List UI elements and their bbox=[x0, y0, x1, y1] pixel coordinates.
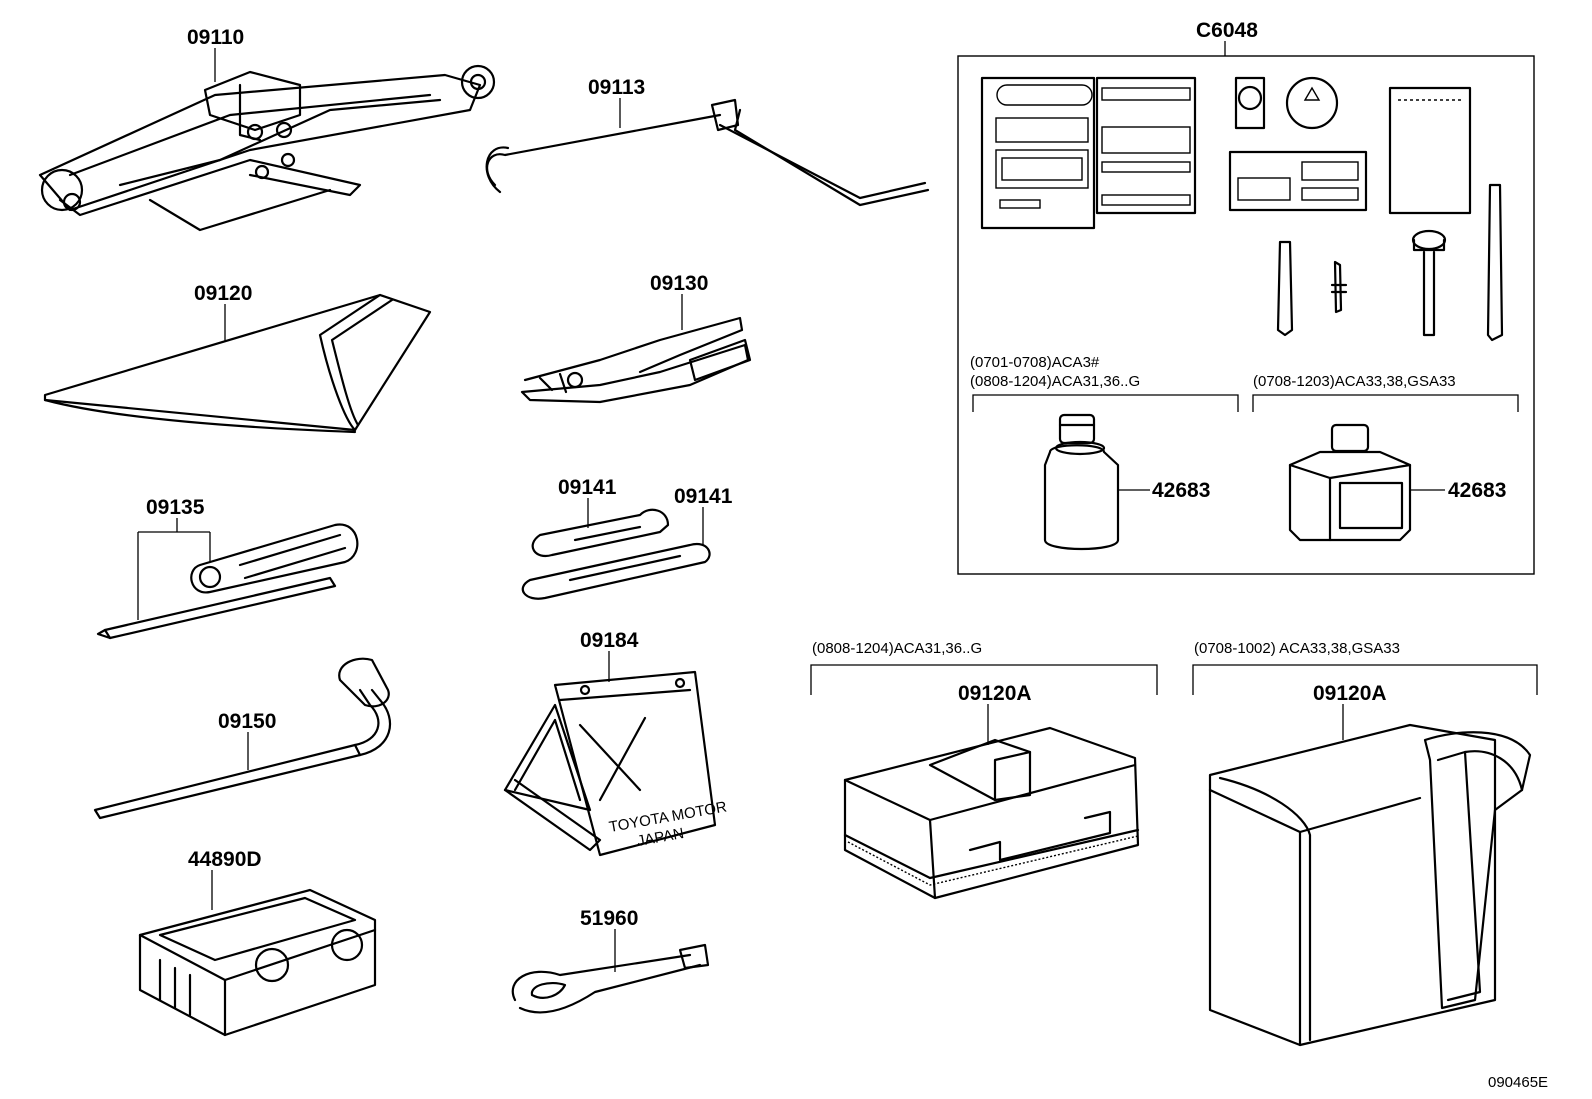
kit-bracket-left bbox=[972, 394, 1239, 412]
box-range-right: (0708-1002) ACA33,38,GSA33 bbox=[1194, 640, 1400, 657]
compressor-label: 44890D bbox=[188, 848, 262, 871]
scissor-jack bbox=[38, 64, 496, 232]
tool-bag bbox=[43, 293, 432, 434]
tow-eye bbox=[511, 943, 710, 1014]
kit-range-left-2: (0808-1204)ACA31,36..G bbox=[970, 373, 1140, 390]
kit-bracket-right bbox=[1252, 394, 1519, 412]
jack-handle-label: 09113 bbox=[588, 76, 645, 99]
tool-bag-label: 09120 bbox=[194, 282, 252, 305]
box-range-left: (0808-1204)ACA31,36..G bbox=[812, 640, 982, 657]
kit-range-right: (0708-1203)ACA33,38,GSA33 bbox=[1253, 373, 1456, 390]
diagram-id: 090465E bbox=[1488, 1074, 1548, 1091]
warning-triangle: TOYOTA MOTOR JAPAN bbox=[503, 670, 728, 857]
instruction-sheets bbox=[980, 76, 1197, 230]
wrench-a-label: 09141 bbox=[558, 476, 617, 499]
wrenches bbox=[521, 508, 711, 600]
box-bracket-left bbox=[810, 664, 1158, 695]
tire-compressor bbox=[138, 888, 377, 1037]
pliers bbox=[520, 316, 752, 404]
tool-box-a-label: 09120A bbox=[958, 682, 1032, 705]
repair-kit-label: C6048 bbox=[1196, 19, 1258, 42]
repair-kit-frame bbox=[957, 55, 1535, 575]
sealant-tank-label: 42683 bbox=[1448, 479, 1506, 502]
warning-triangle-label: 09184 bbox=[580, 629, 639, 652]
tool-box-b bbox=[1208, 723, 1532, 1047]
wrench-b-label: 09141 bbox=[674, 485, 733, 508]
pliers-label: 09130 bbox=[650, 272, 708, 295]
lug-wrench-label: 09150 bbox=[218, 710, 276, 733]
kit-range-left-1: (0701-0708)ACA3# bbox=[970, 354, 1100, 371]
jack-label: 09110 bbox=[187, 26, 244, 49]
screwdriver-leader bbox=[137, 518, 211, 620]
screwdriver bbox=[96, 523, 359, 640]
sealant-bottle bbox=[1043, 413, 1120, 551]
sealant-bottle-label: 42683 bbox=[1152, 479, 1210, 502]
stickers bbox=[1228, 76, 1472, 215]
sealant-tank bbox=[1288, 423, 1412, 542]
kit-tools bbox=[1276, 183, 1504, 342]
tool-box-a bbox=[843, 726, 1140, 900]
box-bracket-right bbox=[1192, 664, 1538, 695]
lug-wrench bbox=[93, 657, 392, 820]
tool-box-b-label: 09120A bbox=[1313, 682, 1387, 705]
jack-handle bbox=[485, 98, 930, 207]
tow-eye-label: 51960 bbox=[580, 907, 638, 930]
screwdriver-label: 09135 bbox=[146, 496, 205, 519]
